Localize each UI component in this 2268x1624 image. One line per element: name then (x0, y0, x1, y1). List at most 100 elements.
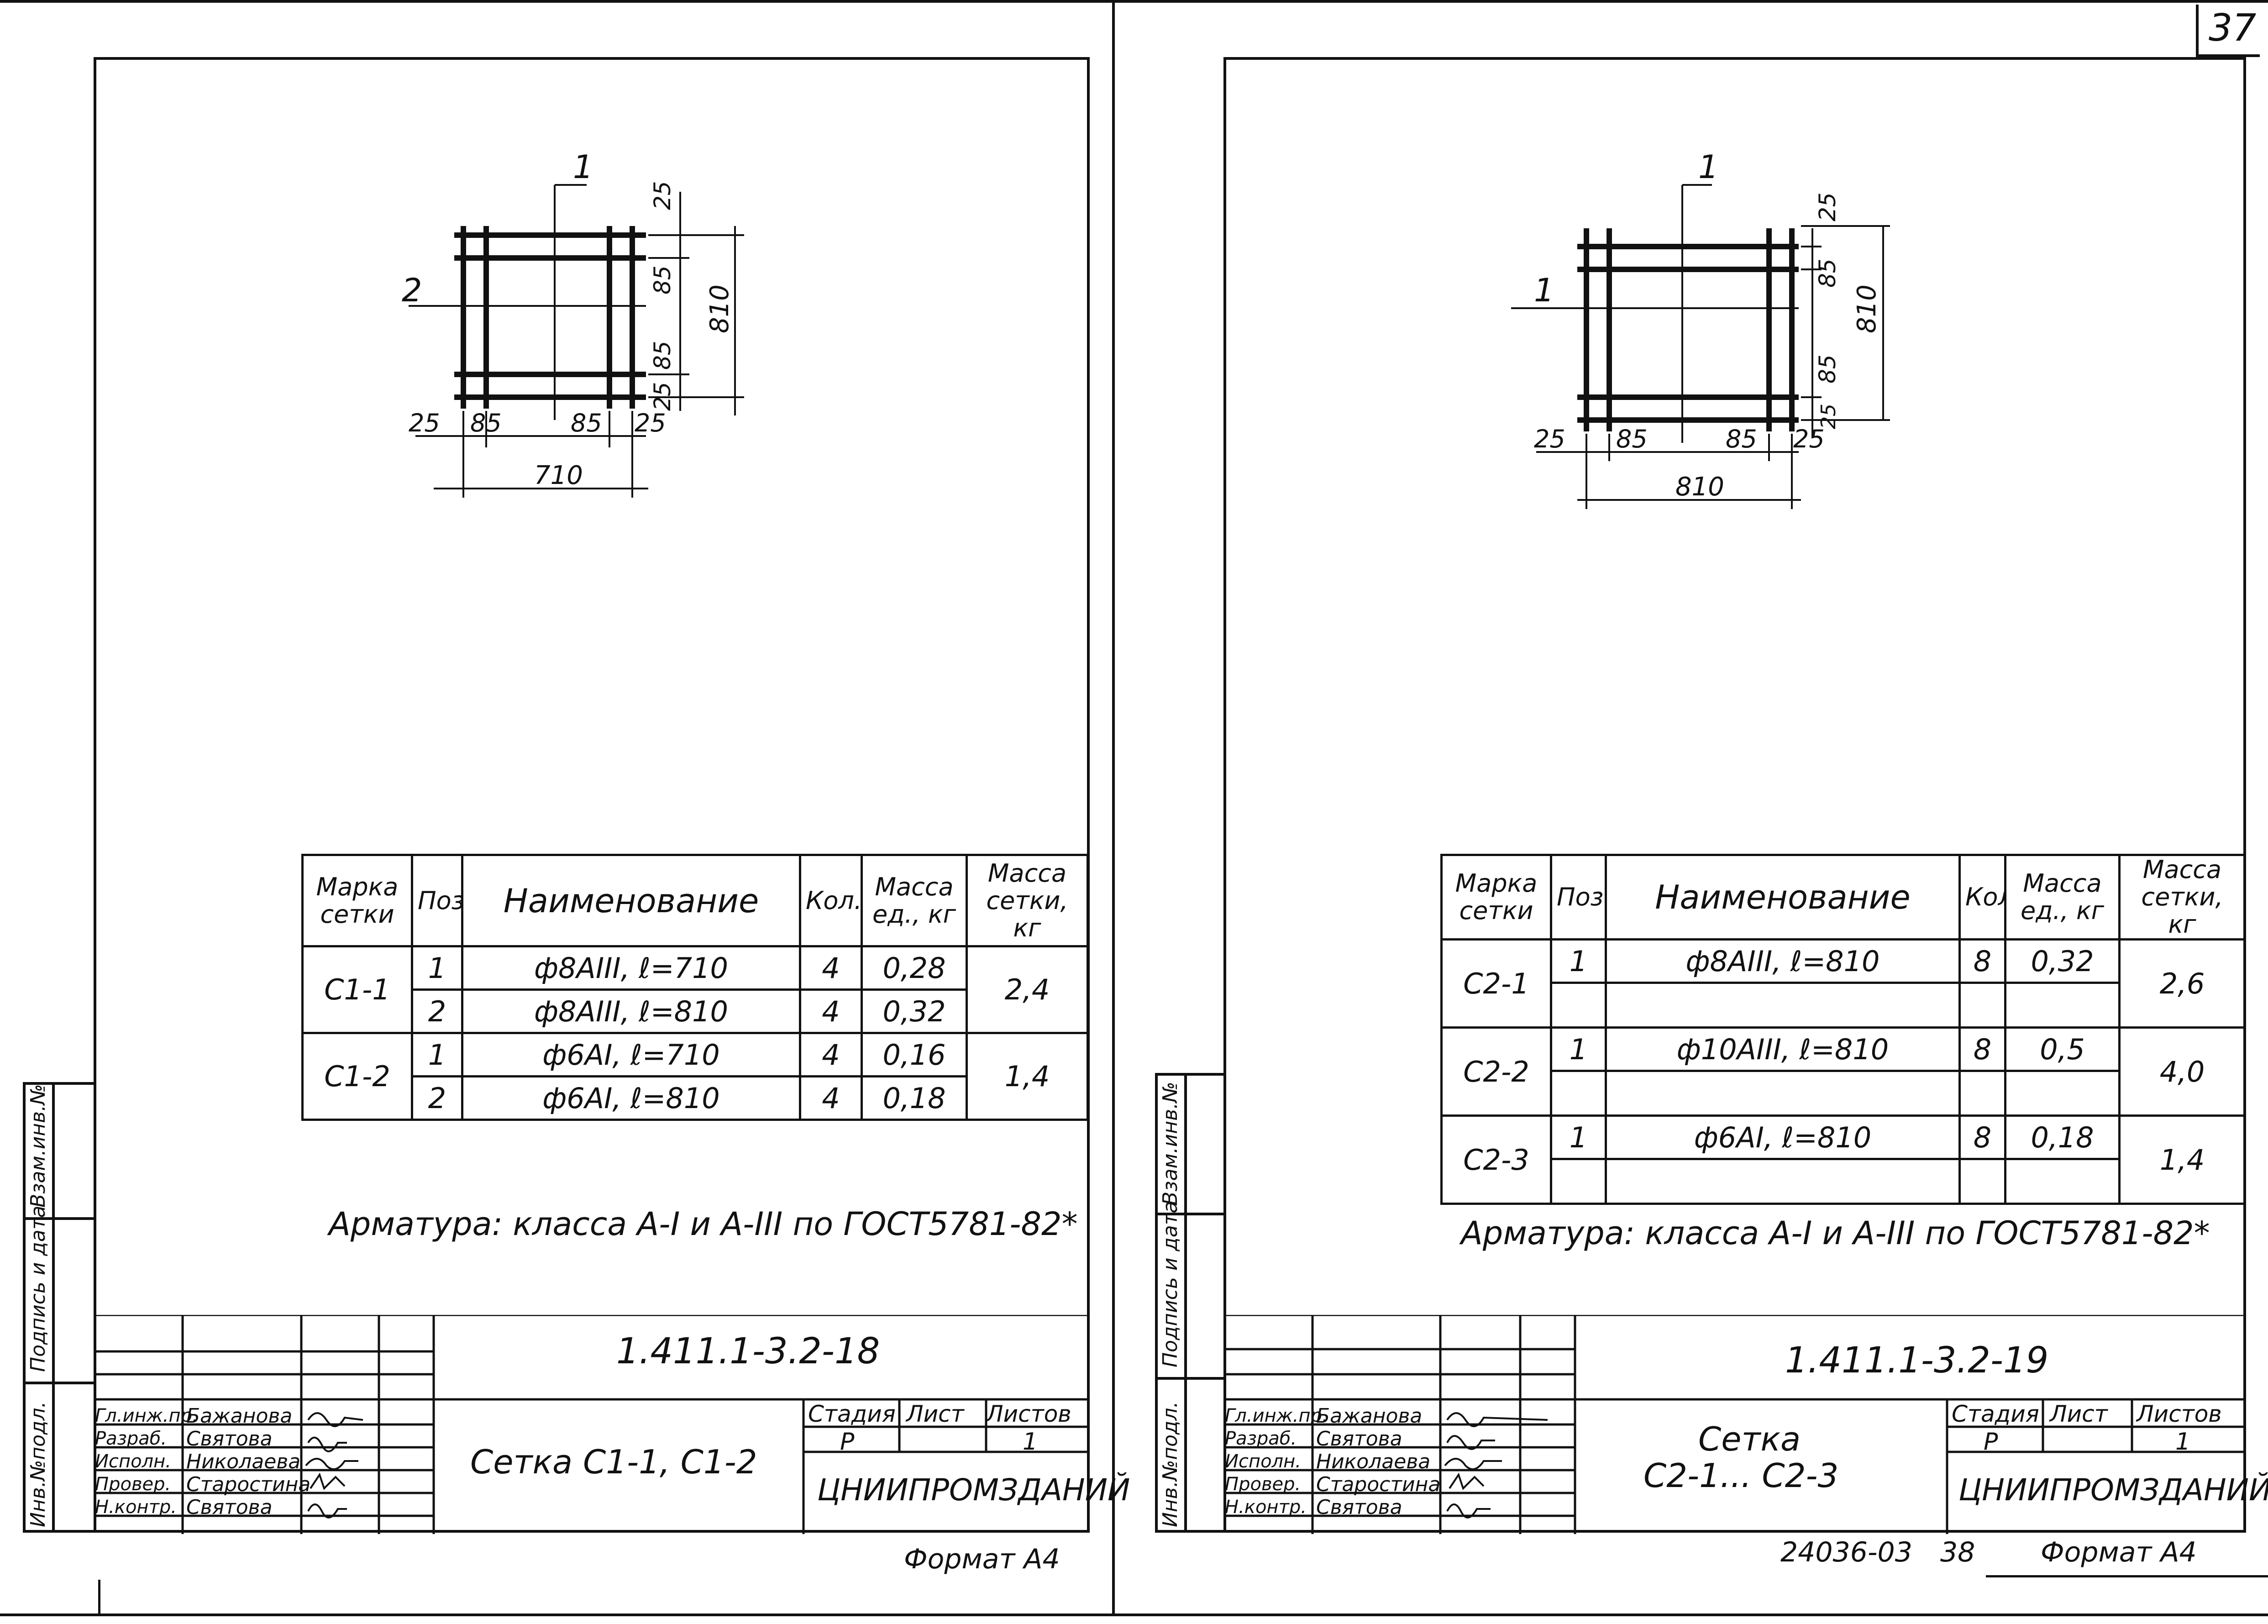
left-hdr-qty: Кол. (799, 854, 863, 947)
left-dim-v-total: 810 (705, 284, 735, 333)
right-role-4: Провер. (1225, 1474, 1301, 1495)
left-callout-1: 1 (573, 148, 593, 186)
right-name-3: Николаева (1316, 1450, 1431, 1473)
left-name-1: Бажанова (186, 1404, 293, 1428)
right-reinforcement-note: Арматура: класса А-I и А-III по ГОСТ5781… (1461, 1214, 2210, 1252)
left-name-2: Святова (186, 1427, 273, 1451)
table-row (1442, 1070, 2245, 1117)
empty-cell (1958, 1070, 2006, 1117)
right-doc-code: 1.411.1-3.2-19 (1785, 1340, 2049, 1381)
right-side-strip (1155, 1073, 1223, 1533)
left-g1-mass-total: 2,4 (966, 945, 1089, 1034)
left-reinforcement-note: Арматура: класса А-I и А-III по ГОСТ5781… (329, 1205, 1078, 1243)
right-g3-mark: С2-3 (1440, 1114, 1552, 1205)
left-g1-mark: С1-1 (301, 945, 413, 1034)
right-g1-r1-mass: 0,32 (2004, 938, 2121, 984)
left-dim-v-4: 25 (649, 382, 676, 411)
left-side-label-sign: Подпись и дата (26, 1205, 50, 1372)
left-signatures (305, 1412, 363, 1519)
right-doc-title-line2: С2-1... С2-3 (1643, 1456, 1839, 1495)
right-role-3: Исполн. (1225, 1451, 1301, 1472)
left-role-5: Н.контр. (95, 1497, 177, 1518)
left-name-4: Старостина (186, 1473, 311, 1496)
empty-cell (2004, 1070, 2121, 1117)
left-org: ЦНИИПРОМЗДАНИЙ (817, 1472, 1130, 1508)
left-spec-table: Марка сетки Поз. Наименование Кол. Масса… (301, 854, 1089, 1121)
right-g3-r1-name: ф6АI, ℓ=810 (1605, 1114, 1961, 1160)
right-sheets-value: 1 (2175, 1428, 2191, 1456)
right-g2-r1-name: ф10АIII, ℓ=810 (1605, 1026, 1961, 1072)
right-title-block-grid (1223, 1315, 2246, 1534)
left-dim-h-total: 710 (534, 461, 583, 490)
right-spec-table: Марка сетки Поз. Наименование Кол. Масса… (1440, 854, 2246, 1205)
right-dim-h-3: 85 (1726, 425, 1757, 453)
right-org: ЦНИИПРОМЗДАНИЙ (1958, 1472, 2268, 1508)
left-role-4: Провер. (95, 1474, 171, 1495)
right-hdr-qty: Кол. (1958, 854, 2006, 941)
right-g3-r1-qty: 8 (1958, 1114, 2006, 1160)
left-mesh-diagram: 1 2 25 85 85 25 710 25 85 85 25 810 (402, 148, 744, 498)
left-hdr-mesh-mass: Масса сетки, кг (966, 854, 1089, 947)
right-g3-r1-mass: 0,18 (2004, 1114, 2121, 1160)
top-edge (0, 0, 2268, 3)
left-sheet-label: Лист (906, 1401, 964, 1427)
right-hdr-mark: Марка сетки (1440, 854, 1552, 941)
table-row: 2 ф8АIII, ℓ=810 4 0,32 (303, 988, 1088, 1034)
left-g1-r2-mass: 0,32 (861, 988, 968, 1034)
left-sheets-label: Листов (986, 1401, 1071, 1427)
left-g2-r1-pos: 1 (411, 1032, 463, 1077)
empty-cell (2004, 982, 2121, 1029)
left-dim-v-2: 85 (649, 265, 676, 294)
left-g1-r2-qty: 4 (799, 988, 863, 1034)
right-dim-v-3: 85 (1814, 354, 1841, 384)
right-side-label-sign: Подпись и дата (1159, 1201, 1182, 1367)
left-binding-mark (98, 1580, 100, 1616)
empty-cell (1550, 1070, 1607, 1117)
empty-cell (1958, 1158, 2006, 1205)
left-dim-v-1: 25 (649, 181, 676, 210)
right-name-5: Святова (1316, 1496, 1402, 1519)
table-row: С1-2 1 ф6АI, ℓ=710 4 0,16 1,4 (301, 1032, 1089, 1121)
left-g2-mass-total: 1,4 (966, 1032, 1089, 1121)
right-g2-mass-total: 4,0 (2118, 1026, 2246, 1117)
table-row (1442, 1158, 2245, 1205)
right-format: Формат А4 (2041, 1536, 2197, 1568)
right-side-label-inv: Инв.№подл. (1159, 1401, 1182, 1527)
left-g1-r1-qty: 4 (799, 945, 863, 991)
left-role-2: Разраб. (95, 1428, 167, 1449)
right-g1-mass-total: 2,6 (2118, 938, 2246, 1029)
left-hdr-pos: Поз. (411, 854, 463, 947)
right-hdr-pos: Поз. (1550, 854, 1607, 941)
page-number-box: 37 (2196, 5, 2260, 57)
left-g1-r2-name: ф8АIII, ℓ=810 (461, 988, 801, 1034)
right-doc-title-line1: Сетка (1698, 1420, 1801, 1458)
empty-cell (1605, 1070, 1961, 1117)
right-g2-mark: С2-2 (1440, 1026, 1552, 1117)
right-role-1: Гл.инж.пр. (1225, 1405, 1328, 1426)
left-g1-r2-pos: 2 (411, 988, 463, 1034)
right-callout-1: 1 (1698, 148, 1719, 186)
left-stage-label: Стадия (808, 1401, 896, 1427)
right-g1-r1-name: ф8АIII, ℓ=810 (1605, 938, 1961, 984)
sheet-divider (1112, 0, 1115, 1616)
empty-cell (1958, 982, 2006, 1029)
empty-cell (1550, 1158, 1607, 1205)
page-number: 37 (2209, 6, 2257, 50)
left-g2-r1-mass: 0,16 (861, 1032, 968, 1077)
right-mesh-diagram: 1 1 25 85 85 25 810 25 85 85 25 810 (1511, 148, 1890, 509)
right-name-1: Бажанова (1316, 1404, 1423, 1428)
right-frame (1223, 57, 2246, 1533)
left-g2-r2-qty: 4 (799, 1075, 863, 1121)
left-sheets-value: 1 (1023, 1428, 1038, 1456)
right-g1-r1-pos: 1 (1550, 938, 1607, 984)
left-dim-v-3: 85 (649, 341, 676, 370)
right-hdr-name: Наименование (1605, 854, 1961, 941)
left-g2-r1-name: ф6АI, ℓ=710 (461, 1032, 801, 1077)
right-hdr-mesh-mass: Масса сетки, кг (2118, 854, 2246, 941)
left-g1-r1-pos: 1 (411, 945, 463, 991)
left-title-block-grid (94, 1315, 1090, 1534)
right-g1-r1-qty: 8 (1958, 938, 2006, 984)
right-stage-value: Р (1984, 1428, 1998, 1456)
right-g3-mass-total: 1,4 (2118, 1114, 2246, 1205)
left-g1-r1-mass: 0,28 (861, 945, 968, 991)
